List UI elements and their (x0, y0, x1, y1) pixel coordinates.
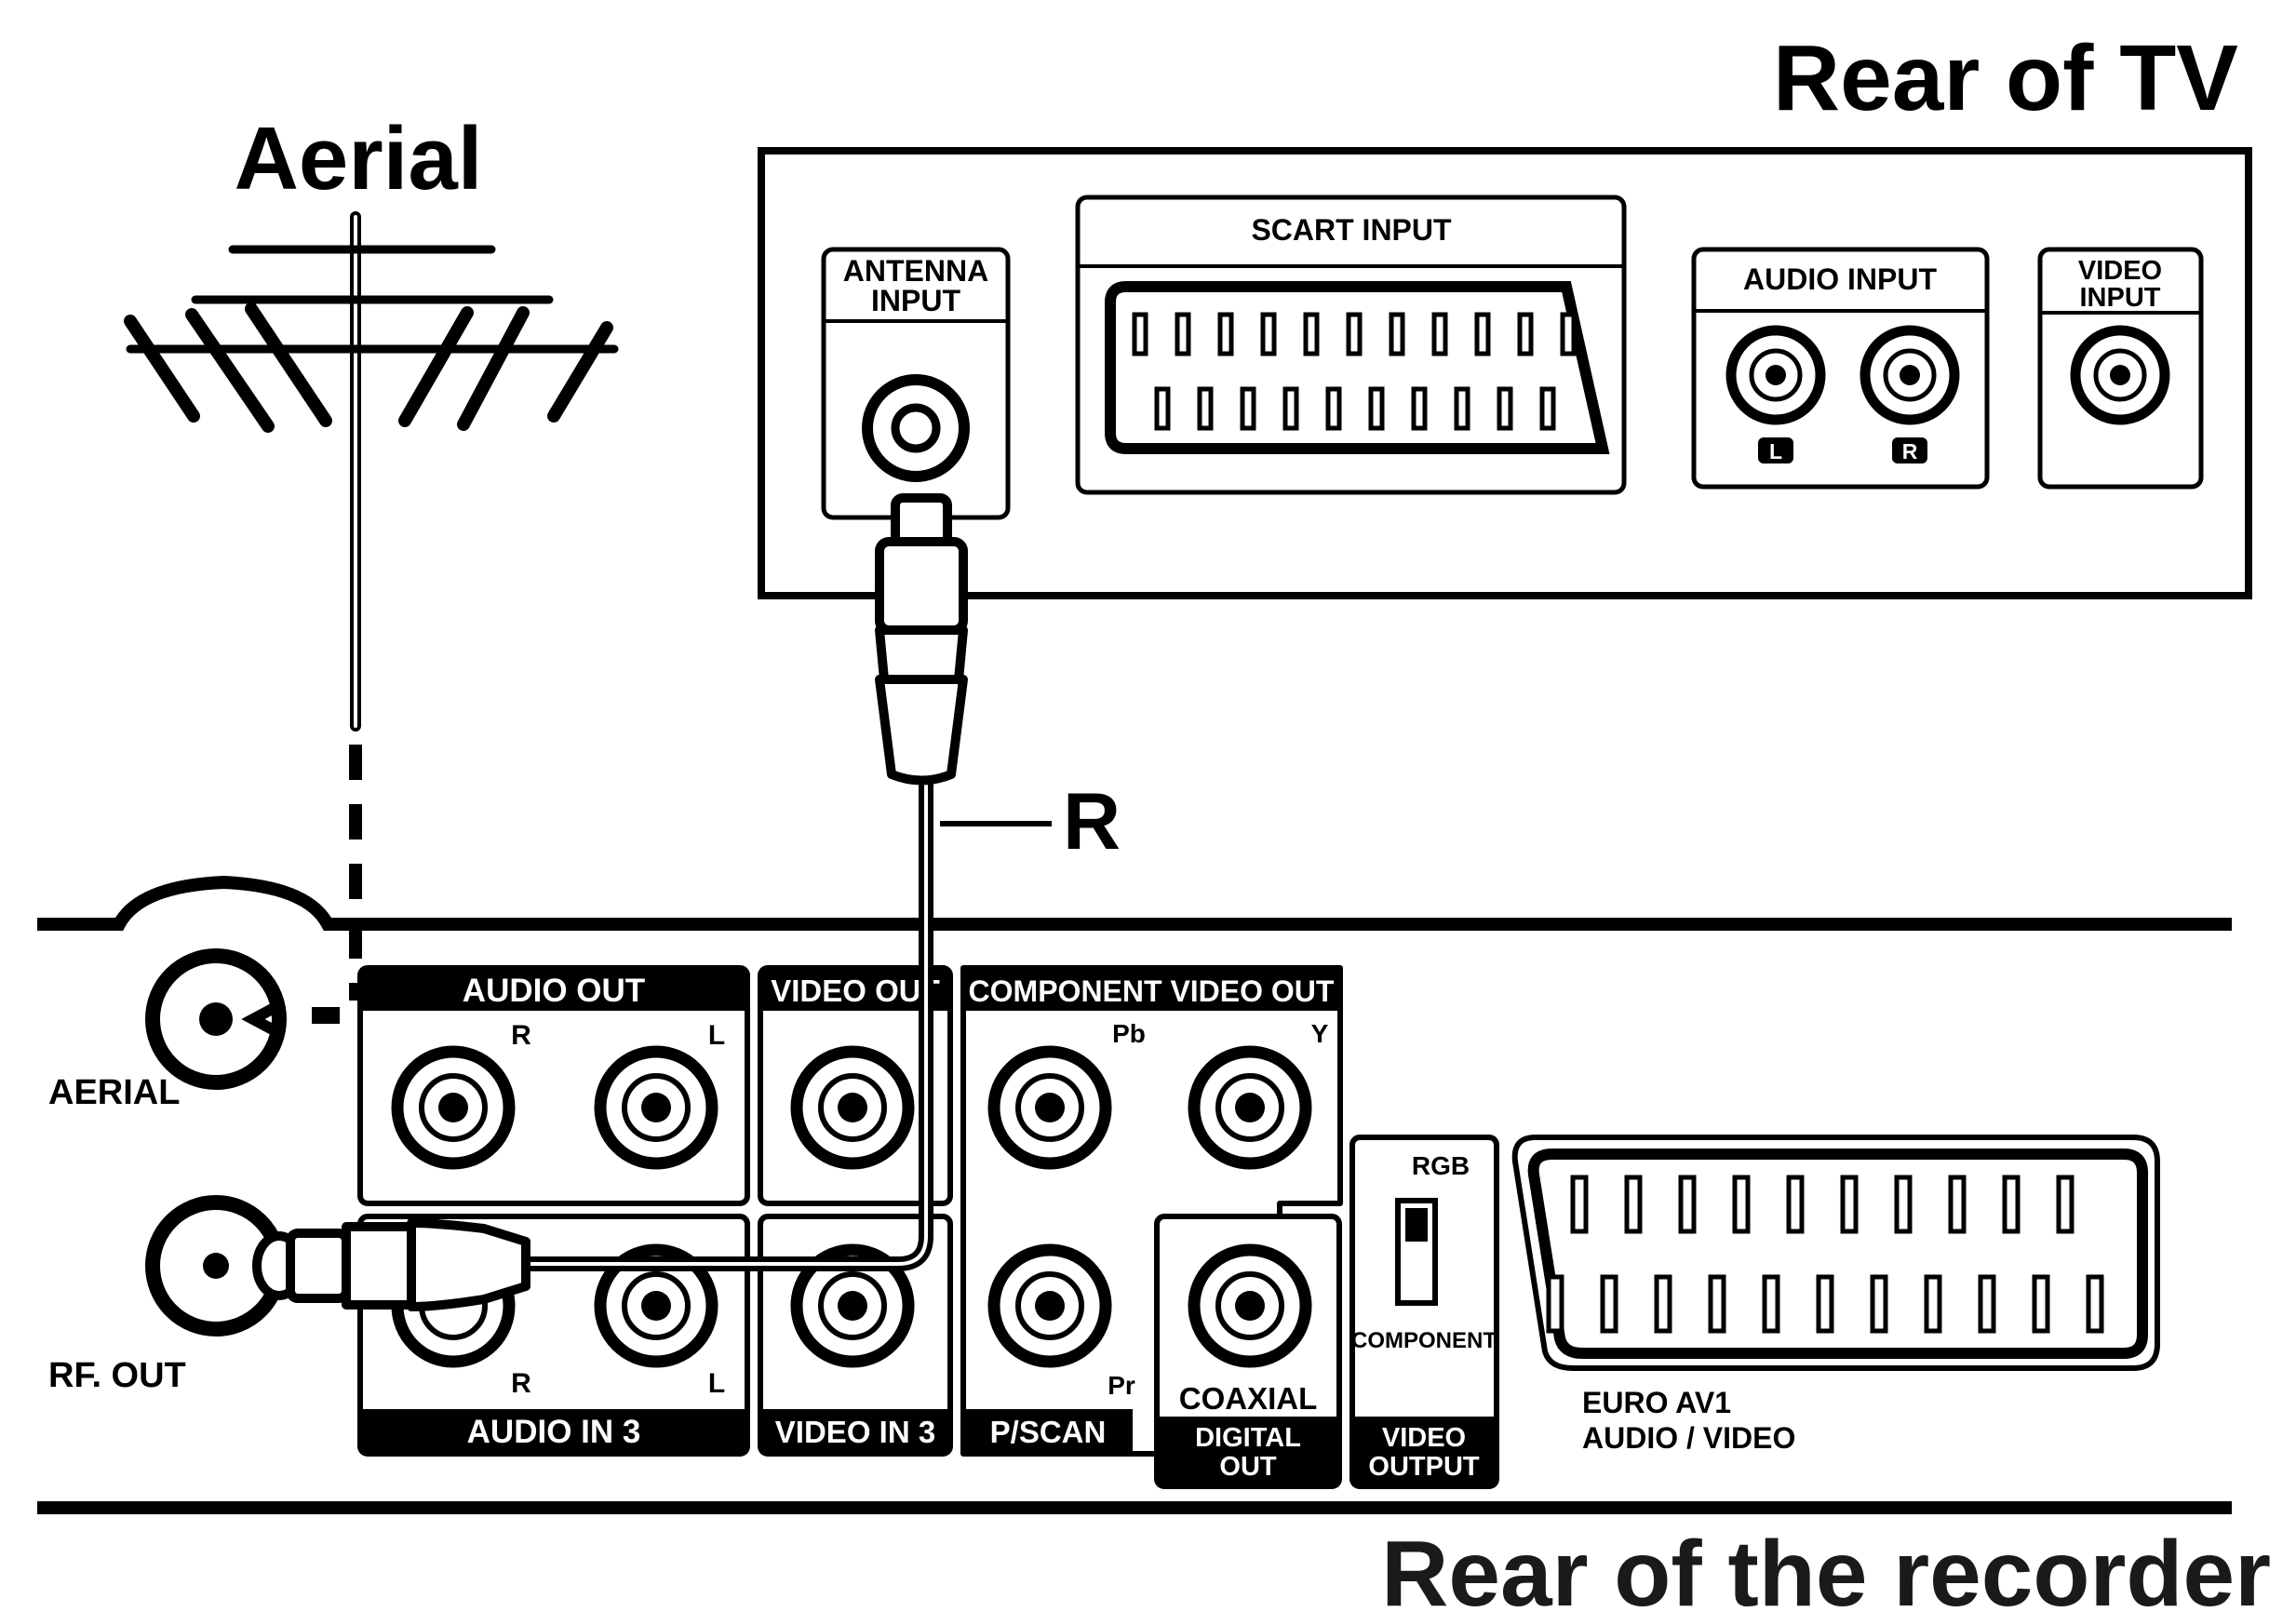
p-scan-label: P/SCAN (990, 1415, 1107, 1449)
digital-out-label-2: OUT (1219, 1452, 1277, 1482)
pb-label: Pb (1112, 1019, 1146, 1048)
video-out-group: VIDEO OUT (758, 965, 953, 1206)
aerial-jack-label: AERIAL (48, 1073, 180, 1112)
audio-video-label: AUDIO / VIDEO (1582, 1421, 1795, 1455)
euro-av1-label: EURO AV1 (1582, 1386, 1731, 1419)
component-video-out-label: COMPONENT VIDEO OUT (969, 974, 1335, 1008)
tv-audio-input-group: AUDIO INPUT L R (1691, 247, 1990, 490)
scart-input-label: SCART INPUT (1251, 213, 1452, 247)
digital-out-label-1: DIGITAL (1195, 1423, 1301, 1453)
audio-out-group: AUDIO OUT R L (357, 965, 750, 1206)
digital-out-group: COAXIAL DIGITAL OUT (1154, 1214, 1342, 1489)
rear-of-tv-title: Rear of TV (1773, 26, 2238, 130)
audio-out-r-label: R (511, 1020, 531, 1051)
coaxial-label: COAXIAL (1179, 1381, 1318, 1416)
rear-of-recorder-title: Rear of the recorder (1381, 1522, 2271, 1612)
pr-label: Pr (1108, 1371, 1135, 1400)
tv-antenna-input-group: ANTENNA INPUT (821, 247, 1011, 520)
aerial-title: Aerial (235, 109, 483, 208)
audio-input-right-label: R (1902, 439, 1918, 463)
video-output-label-1: VIDEO (1382, 1423, 1466, 1453)
rgb-label: RGB (1412, 1151, 1470, 1180)
audio-out-label: AUDIO OUT (463, 973, 645, 1009)
video-output-switch[interactable] (1395, 1198, 1438, 1306)
tv-scart-input-group: SCART INPUT (1075, 195, 1627, 495)
video-input-label-2: INPUT (2080, 283, 2161, 313)
recorder-rf-plug-icon (252, 1218, 530, 1311)
video-in-3-label: VIDEO IN 3 (775, 1415, 935, 1449)
component-label: COMPONENT (1351, 1328, 1497, 1353)
euro-av1-scart-group: EURO AV1 AUDIO / VIDEO (1511, 1135, 2160, 1455)
audio-out-l-label: L (708, 1020, 725, 1051)
audio-input-left-label: L (1769, 439, 1782, 463)
rf-out-label: RF. OUT (48, 1356, 186, 1395)
recorder-top-edge (37, 875, 2232, 931)
aerial-antenna-icon (124, 211, 619, 732)
tv-rf-plug-icon (875, 493, 968, 786)
y-label: Y (1311, 1019, 1329, 1048)
video-output-switch-group: RGB COMPONENT VIDEO OUTPUT (1349, 1135, 1499, 1489)
tv-video-input-group: VIDEO INPUT (2037, 247, 2204, 490)
audio-input-label: AUDIO INPUT (1743, 262, 1937, 296)
tv-scart-connector[interactable] (1105, 281, 1610, 454)
video-output-label-2: OUTPUT (1368, 1452, 1480, 1482)
antenna-input-label-1: ANTENNA (843, 254, 988, 288)
video-in-3-group: VIDEO IN 3 (758, 1214, 953, 1457)
recorder-aerial-jack[interactable] (145, 948, 340, 1090)
audio-in-r-label: R (511, 1368, 531, 1399)
cable-label: R (1063, 777, 1121, 866)
audio-in-3-label: AUDIO IN 3 (467, 1414, 641, 1450)
audio-in-l-label: L (708, 1368, 725, 1399)
video-input-label-1: VIDEO (2078, 256, 2162, 286)
video-out-label: VIDEO OUT (771, 974, 940, 1008)
antenna-input-label-2: INPUT (871, 284, 960, 317)
